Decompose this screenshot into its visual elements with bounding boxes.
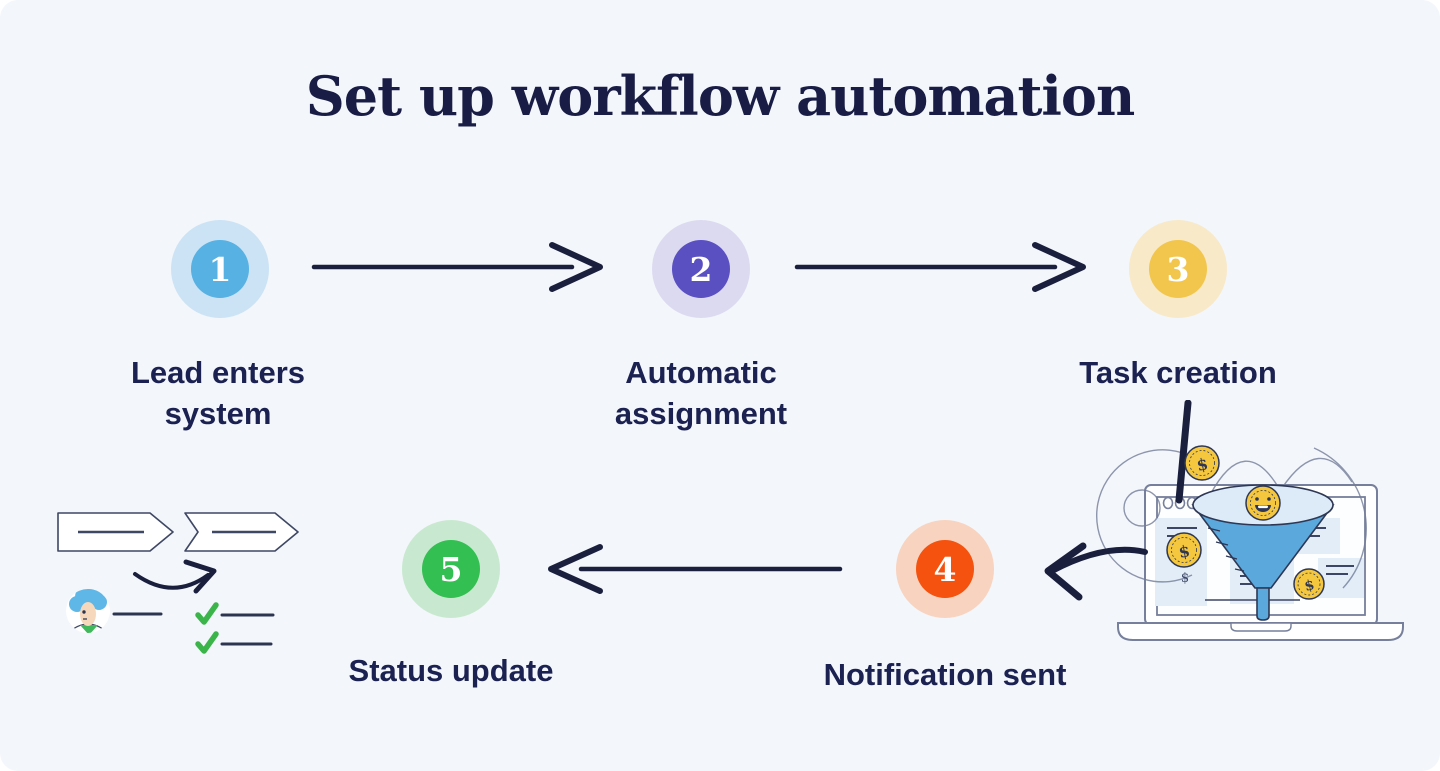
svg-text:$: $ — [1195, 454, 1210, 475]
step-number: 2 — [689, 249, 713, 289]
arrow-step1-to-step2-icon — [311, 242, 603, 292]
dollar-coin-icon: $ — [1184, 445, 1220, 481]
step-3-badge: 3 — [1149, 240, 1207, 298]
workflow-checklist-illustration — [57, 512, 299, 654]
step-number: 3 — [1166, 249, 1190, 289]
curved-arrow-icon — [133, 559, 217, 594]
arrow-step3-to-step4-icon — [1044, 542, 1148, 601]
checkmark-icon — [195, 602, 219, 625]
page-title: Set up workflow automation — [305, 64, 1135, 128]
lead-funnel-laptop-illustration: $ $ $ $ — [1044, 400, 1404, 641]
arrow-step4-to-step5-icon — [548, 544, 843, 594]
svg-text:$: $ — [1177, 541, 1191, 562]
avatar — [66, 589, 110, 633]
step-2-label: Automatic assignment — [614, 355, 788, 431]
step-4-circle: 4 — [896, 520, 994, 618]
dollar-coin-icon: $ — [1293, 568, 1325, 600]
dollar-coin-icon: $ $ — [1166, 532, 1202, 586]
step-1-circle: 1 — [171, 220, 269, 318]
step-number: 4 — [933, 549, 957, 589]
step-4-badge: 4 — [916, 540, 974, 598]
svg-text:$: $ — [1303, 577, 1316, 595]
step-1-badge: 1 — [191, 240, 249, 298]
checkmark-icon — [195, 631, 219, 654]
step-5-label: Status update — [348, 653, 554, 688]
step-5-badge: 5 — [422, 540, 480, 598]
svg-text:$: $ — [1181, 571, 1189, 586]
step-2-badge: 2 — [672, 240, 730, 298]
step-2-circle: 2 — [652, 220, 750, 318]
step-3-label: Task creation — [1079, 355, 1277, 390]
arrow-step2-to-step3-icon — [794, 242, 1086, 292]
step-5-circle: 5 — [402, 520, 500, 618]
step-4-label: Notification sent — [823, 657, 1067, 692]
step-3-circle: 3 — [1129, 220, 1227, 318]
step-number: 5 — [439, 549, 463, 589]
step-number: 1 — [208, 249, 232, 289]
step-1-label: Lead enters system — [130, 355, 305, 431]
smiley-coin-icon — [1245, 485, 1281, 521]
